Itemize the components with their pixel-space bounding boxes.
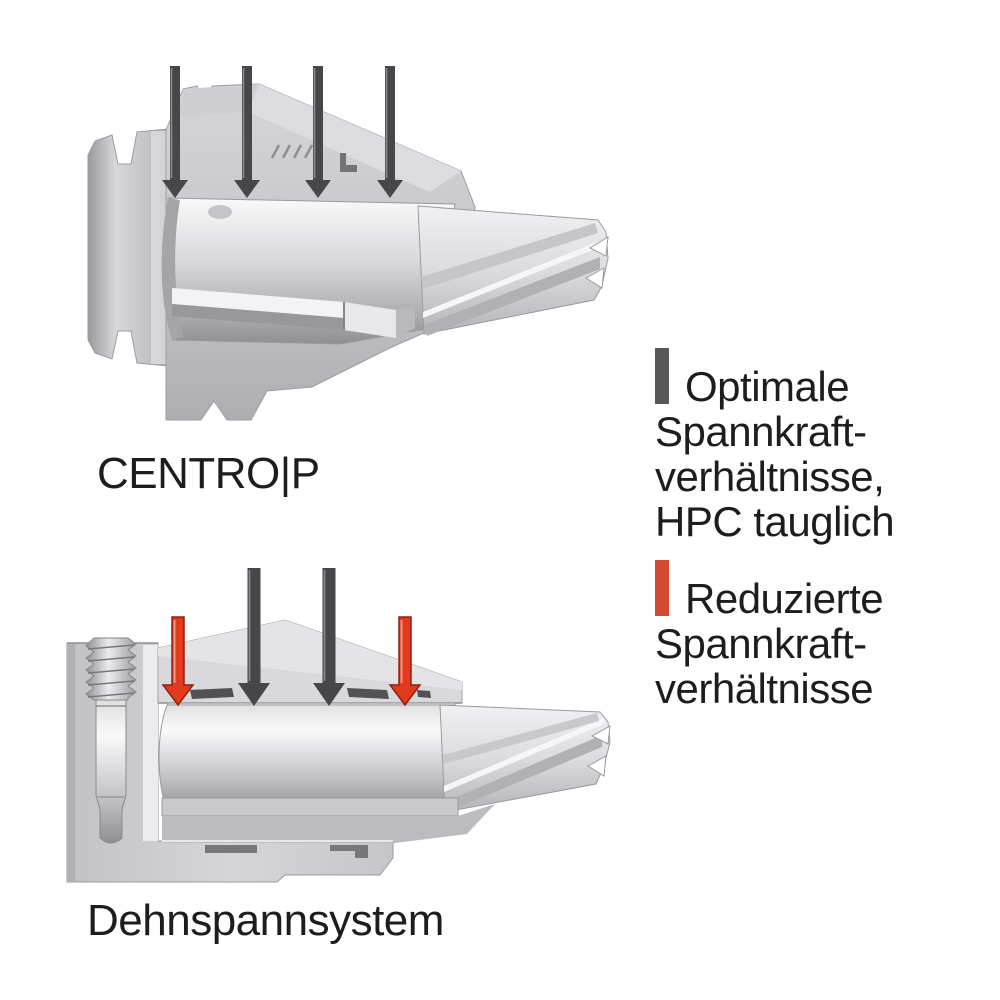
dark-down-arrow-icon-2 [313, 568, 345, 706]
legend-text-line: verhältnisse, [655, 453, 885, 500]
dark-down-arrow-icon-3 [305, 66, 331, 198]
legend-text-line: HPC tauglich [655, 498, 895, 545]
dark-down-arrow-icon-2 [234, 66, 260, 198]
centro-p-label: CENTRO|P [97, 449, 320, 498]
collet-slot-band [172, 288, 415, 338]
spindle-block [87, 128, 169, 367]
legend-text-line: Spannkraft- [655, 408, 867, 455]
legend-text-line: Reduzierte [685, 575, 884, 622]
clamp-screw [85, 637, 137, 844]
keyway-mark [340, 153, 357, 172]
cutter-tool [417, 205, 609, 336]
legend-text-line: Optimale [685, 363, 850, 410]
centro-p-figure [55, 25, 630, 455]
tool-shank-cylinder [158, 702, 456, 813]
housing-block [66, 642, 394, 883]
surface-marks [270, 144, 314, 159]
expansion-sleeve [157, 619, 463, 704]
red-down-arrow-icon-1 [161, 616, 195, 707]
legend-item-optimal: Optimale Spannkraft- verhältnisse, HPC t… [655, 364, 985, 544]
sleeve-bottom-bracket [161, 797, 495, 858]
cutter-tool [439, 704, 611, 813]
legend-item-reduced: Reduzierte Spannkraft- verhältnisse [655, 576, 985, 711]
legend-marker-gray [655, 348, 669, 404]
dark-down-arrow-icon-1 [162, 66, 188, 198]
dark-down-arrow-icon-1 [238, 568, 270, 706]
dark-down-arrow-icon-4 [377, 66, 403, 198]
dehnspann-figure [55, 550, 630, 895]
dehnspann-label: Dehnspannsystem [87, 896, 444, 945]
centro-p-illustration [87, 66, 609, 421]
red-down-arrow-icon-2 [388, 616, 422, 707]
legend-text-line: Spannkraft- [655, 620, 867, 667]
legend-text-line: verhältnisse [655, 665, 874, 712]
dehnspann-illustration [66, 568, 611, 883]
legend-marker-red [655, 560, 669, 616]
